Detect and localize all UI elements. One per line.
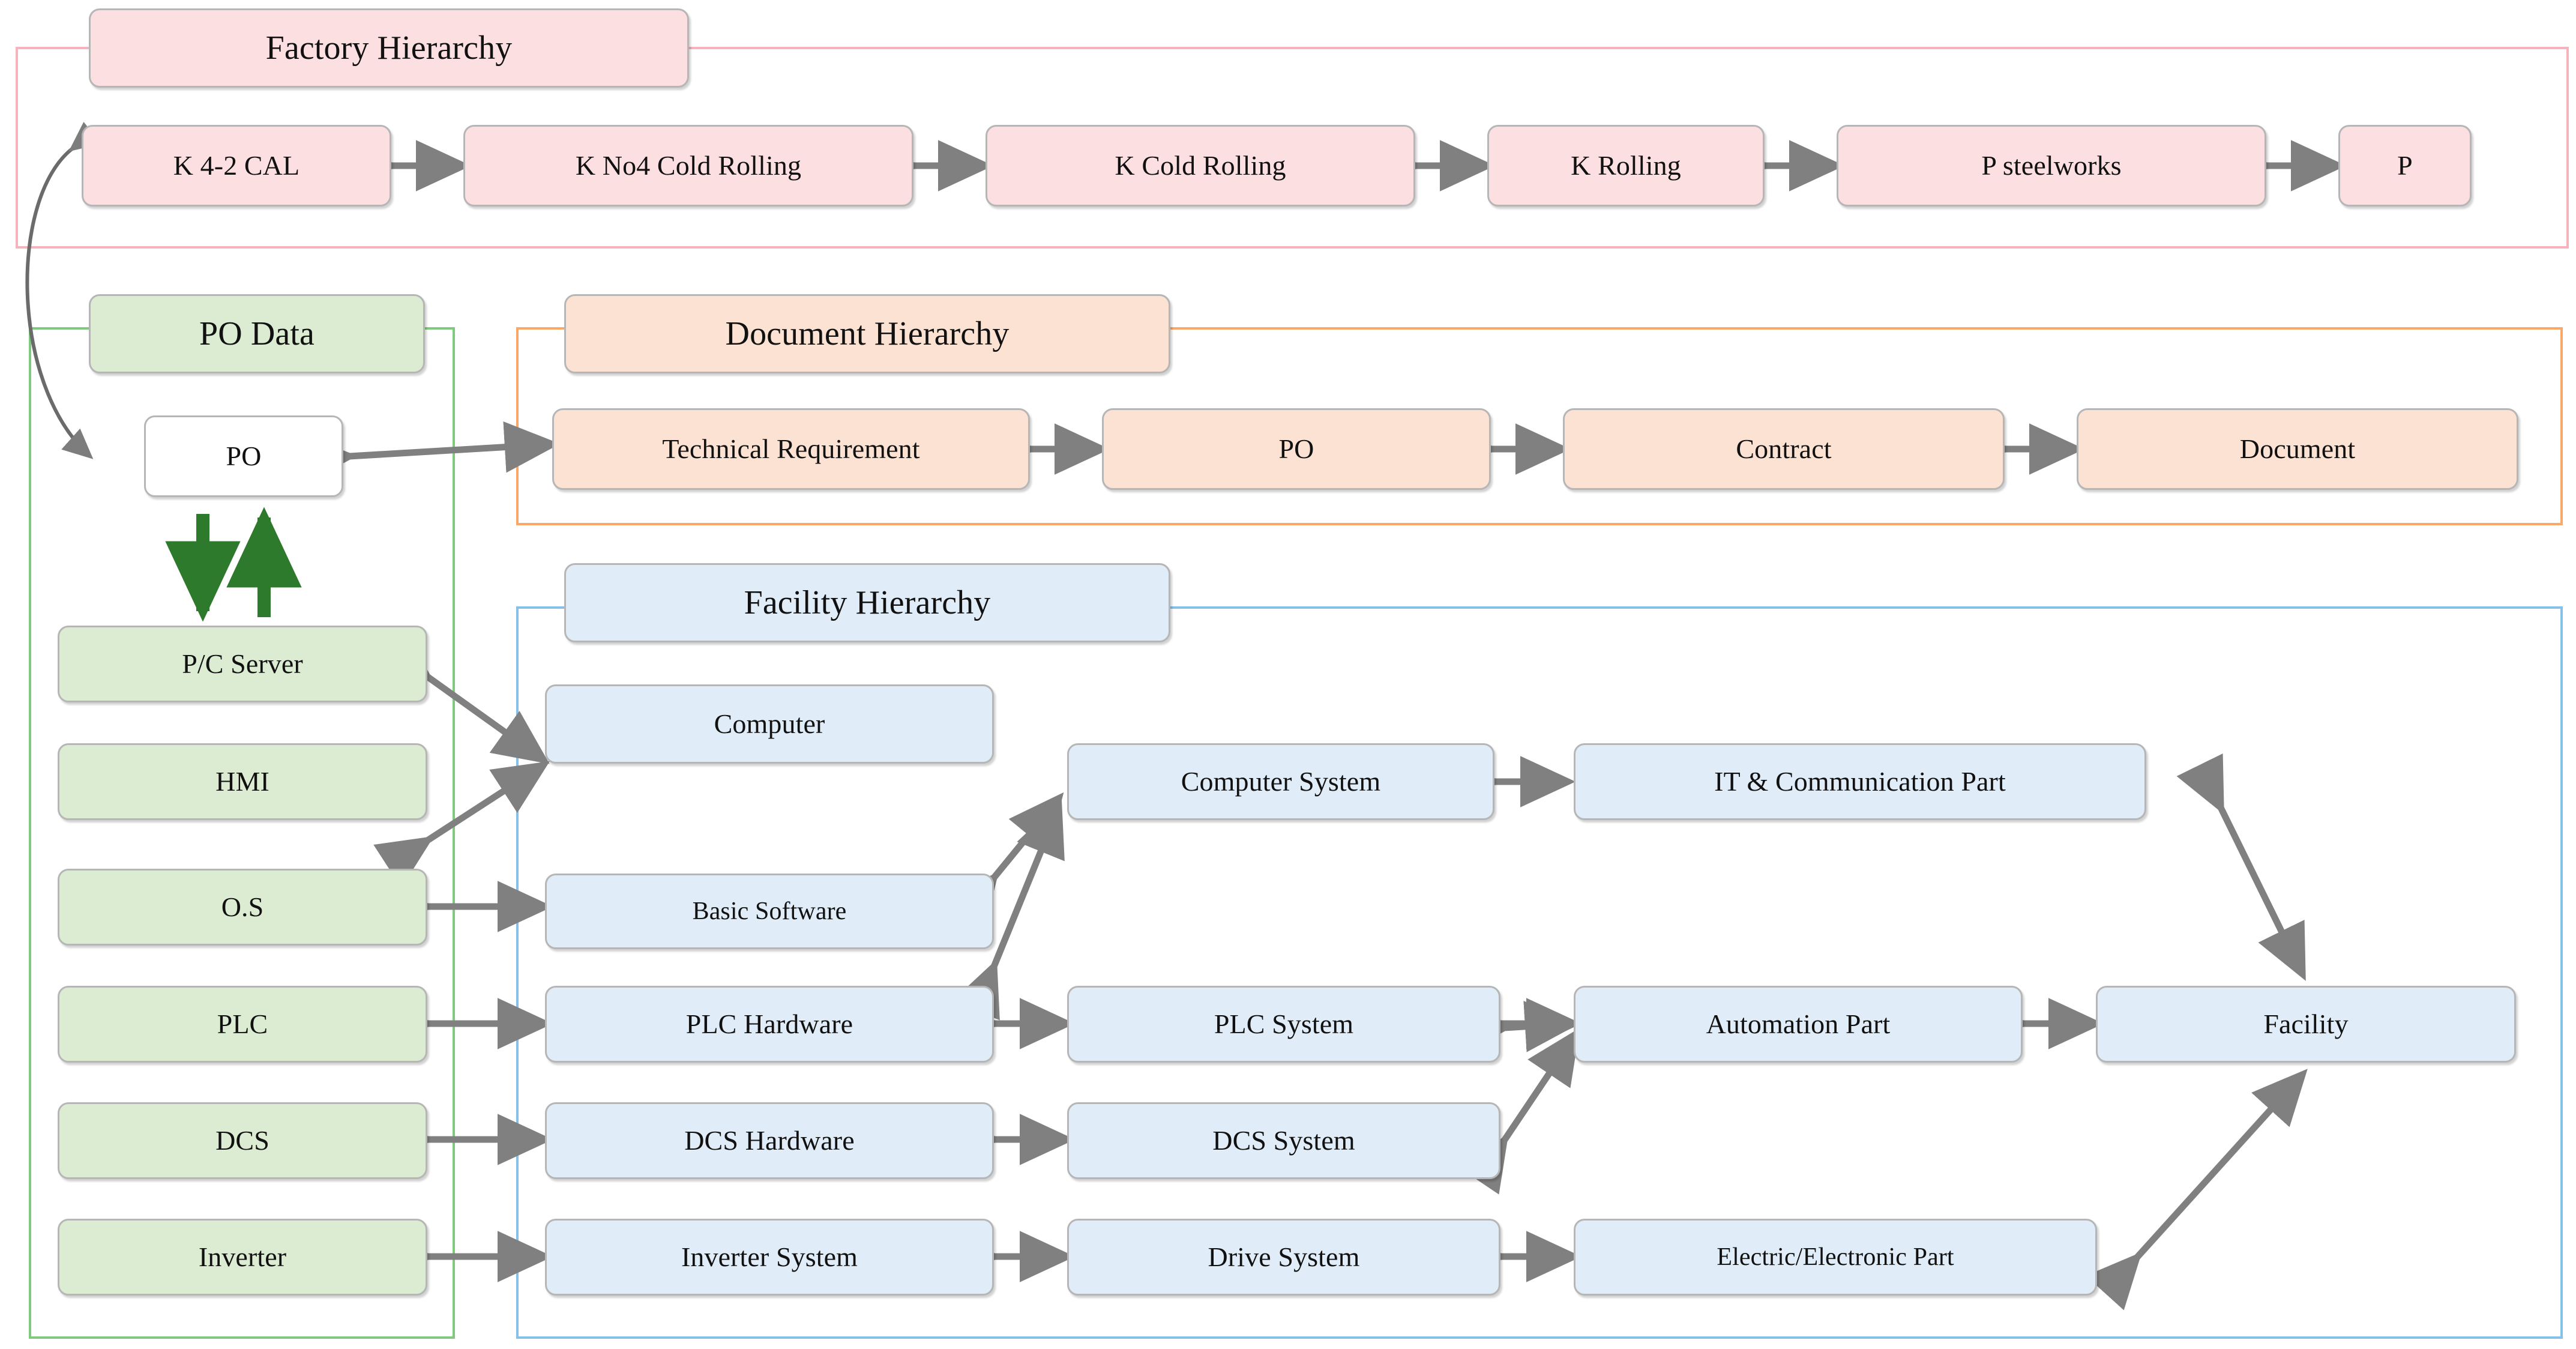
facility-node-computer[interactable]: Computer — [545, 684, 994, 764]
facility-node-dcs-hardware[interactable]: DCS Hardware — [545, 1102, 994, 1179]
factory-node-p-steelworks[interactable]: P steelworks — [1837, 125, 2266, 207]
po-data-node-pc-server[interactable]: P/C Server — [58, 626, 427, 702]
facility-hierarchy-title: Facility Hierarchy — [564, 563, 1170, 642]
facility-node-basic-software[interactable]: Basic Software — [545, 874, 994, 949]
factory-node-p[interactable]: P — [2338, 125, 2472, 207]
document-node-po[interactable]: PO — [1102, 408, 1491, 490]
facility-node-drive-system[interactable]: Drive System — [1067, 1219, 1500, 1296]
document-node-contract[interactable]: Contract — [1563, 408, 2005, 490]
factory-hierarchy-title: Factory Hierarchy — [89, 8, 689, 88]
facility-node-facility[interactable]: Facility — [2096, 986, 2516, 1063]
po-data-node-hmi[interactable]: HMI — [58, 743, 427, 820]
document-node-document[interactable]: Document — [2077, 408, 2518, 490]
facility-node-electric-electronic-part[interactable]: Electric/Electronic Part — [1574, 1219, 2097, 1296]
facility-hierarchy-frame — [516, 606, 2563, 1339]
facility-node-plc-hardware[interactable]: PLC Hardware — [545, 986, 994, 1063]
document-node-technical-requirement[interactable]: Technical Requirement — [552, 408, 1030, 490]
factory-node-k-rolling[interactable]: K Rolling — [1487, 125, 1765, 207]
factory-node-k-cold-rolling[interactable]: K Cold Rolling — [986, 125, 1415, 207]
facility-node-it-communication-part[interactable]: IT & Communication Part — [1574, 743, 2146, 820]
factory-hierarchy-frame — [16, 47, 2569, 249]
po-data-node-plc[interactable]: PLC — [58, 986, 427, 1063]
po-data-node-po[interactable]: PO — [144, 415, 343, 497]
document-hierarchy-title: Document Hierarchy — [564, 294, 1170, 373]
facility-node-dcs-system[interactable]: DCS System — [1067, 1102, 1500, 1179]
facility-node-inverter-system[interactable]: Inverter System — [545, 1219, 994, 1296]
facility-node-computer-system[interactable]: Computer System — [1067, 743, 1494, 820]
po-data-node-os[interactable]: O.S — [58, 869, 427, 946]
po-data-node-inverter[interactable]: Inverter — [58, 1219, 427, 1296]
po-data-title: PO Data — [89, 294, 425, 373]
factory-node-k42cal[interactable]: K 4-2 CAL — [82, 125, 391, 207]
po-data-node-dcs[interactable]: DCS — [58, 1102, 427, 1179]
facility-node-automation-part[interactable]: Automation Part — [1574, 986, 2023, 1063]
factory-node-kno4-cold-rolling[interactable]: K No4 Cold Rolling — [463, 125, 913, 207]
facility-node-plc-system[interactable]: PLC System — [1067, 986, 1500, 1063]
